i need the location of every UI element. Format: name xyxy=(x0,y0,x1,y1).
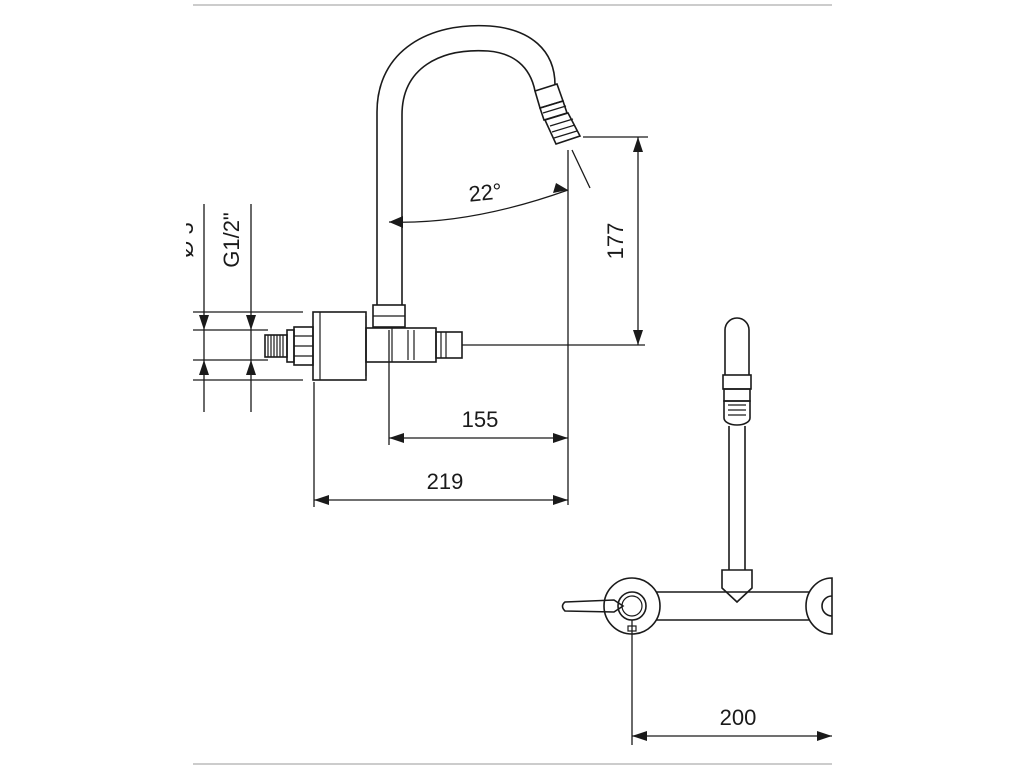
drawing-frame xyxy=(193,4,832,765)
aerator xyxy=(543,112,582,145)
aerator-front xyxy=(723,400,751,426)
spout-collar xyxy=(534,83,565,110)
reach-219-label: 219 xyxy=(427,469,464,494)
spout-outer-line xyxy=(376,24,556,305)
spout-inner-line xyxy=(401,49,536,305)
wall-body xyxy=(312,311,367,381)
thread-label: G1/2" xyxy=(219,212,244,268)
height-label: 177 xyxy=(603,223,628,260)
angle-label: 22° xyxy=(467,178,503,206)
right-escutcheon xyxy=(805,577,833,635)
reach-155-label: 155 xyxy=(462,407,499,432)
dimension-200 xyxy=(631,620,832,745)
center-distance-label: 200 xyxy=(720,705,757,730)
spout-top xyxy=(724,317,750,375)
lever-handle xyxy=(561,599,625,613)
main-tube xyxy=(365,327,437,363)
faucet-front-view xyxy=(561,317,833,635)
thread-connector xyxy=(264,334,288,358)
end-cap xyxy=(435,331,463,359)
dimension-lines xyxy=(193,136,648,507)
spout-base-front xyxy=(721,569,753,604)
faucet-side-view xyxy=(264,24,582,381)
